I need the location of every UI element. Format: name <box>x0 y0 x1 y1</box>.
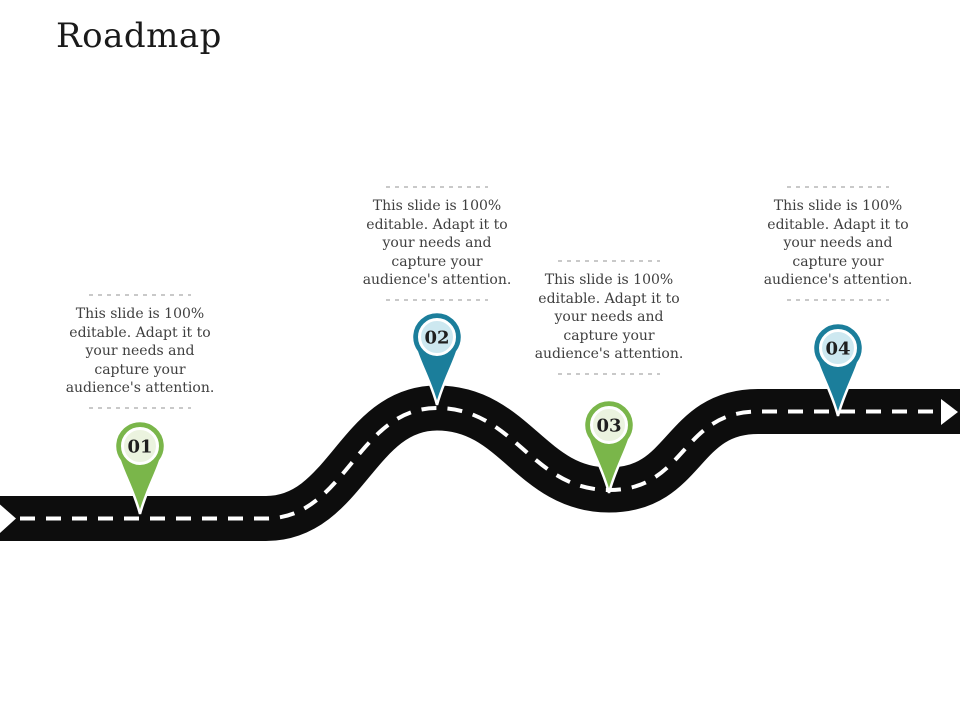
milestone-4-textblock: This slide is 100% editable. Adapt it to… <box>753 186 923 301</box>
milestone-1-pin-icon: 01 <box>113 419 167 515</box>
road-start-arrow-icon <box>0 504 16 533</box>
milestone-3-number: 03 <box>596 416 621 437</box>
milestone-2-number: 02 <box>424 328 449 349</box>
dashed-separator-bottom <box>386 298 488 301</box>
dashed-separator-bottom <box>787 298 889 301</box>
milestone-4-description: This slide is 100% editable. Adapt it to… <box>763 198 913 288</box>
milestone-3-description: This slide is 100% editable. Adapt it to… <box>534 272 684 362</box>
pin-inner-circle <box>590 406 628 444</box>
pin-inner-circle <box>418 318 456 356</box>
page-title: Roadmap <box>56 16 222 56</box>
road-end-arrow-icon <box>941 399 958 425</box>
pin-inner-circle <box>819 329 857 367</box>
milestone-2-textblock: This slide is 100% editable. Adapt it to… <box>352 186 522 301</box>
dashed-separator-top <box>558 260 660 262</box>
milestone-2-description: This slide is 100% editable. Adapt it to… <box>362 198 512 288</box>
milestone-4-pin-icon: 04 <box>811 321 865 417</box>
dashed-separator-top <box>787 186 889 188</box>
pin-inner-circle <box>121 427 159 465</box>
milestone-2-pin-icon: 02 <box>410 310 464 406</box>
road-centerline <box>20 405 941 521</box>
dashed-separator-top <box>89 294 191 296</box>
dashed-separator-bottom <box>89 406 191 409</box>
milestone-1-number: 01 <box>127 437 152 458</box>
milestone-1-textblock: This slide is 100% editable. Adapt it to… <box>55 294 225 409</box>
milestone-4-number: 04 <box>825 339 850 360</box>
milestone-1-description: This slide is 100% editable. Adapt it to… <box>65 306 215 396</box>
milestone-3-pin-icon: 03 <box>582 398 636 494</box>
milestone-3-textblock: This slide is 100% editable. Adapt it to… <box>524 260 694 375</box>
dashed-separator-bottom <box>558 372 660 375</box>
dashed-separator-top <box>386 186 488 188</box>
